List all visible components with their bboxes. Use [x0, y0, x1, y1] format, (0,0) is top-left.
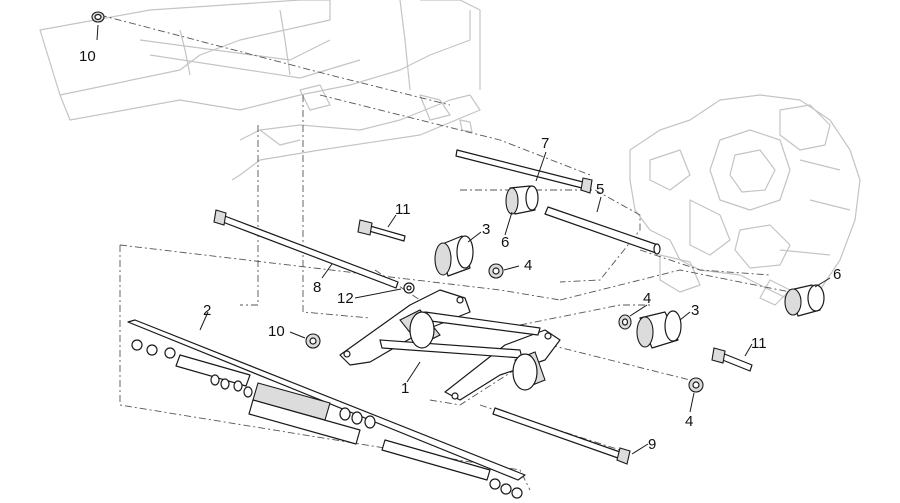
- part-12-washer: [403, 282, 415, 294]
- callout-8: 8: [313, 279, 321, 296]
- part-4-nut-mid: [618, 314, 632, 330]
- part-7-bolt: [455, 149, 593, 194]
- part-5-pin: [544, 206, 661, 255]
- callout-10-top: 10: [79, 48, 96, 65]
- callout-1: 1: [401, 380, 409, 397]
- part-3-mount-upper: [434, 235, 474, 277]
- callout-6-lower: 6: [833, 266, 841, 283]
- leader-lines: [96, 24, 831, 455]
- callout-3-upper: 3: [482, 221, 490, 238]
- callout-4-upper: 4: [524, 257, 532, 274]
- part-10-nut-top: [91, 11, 105, 23]
- part-11-bolt-lower: [711, 347, 753, 372]
- callout-9: 9: [648, 436, 656, 453]
- ghost-frame: [39, 0, 481, 181]
- callout-11-lower: 11: [751, 335, 767, 352]
- callout-7: 7: [541, 135, 549, 152]
- callout-12: 12: [337, 290, 354, 307]
- part-2-spacer-kit: [127, 319, 526, 499]
- part-1-swingarm: [339, 289, 561, 401]
- callout-3-lower: 3: [691, 302, 699, 319]
- callout-4-lower: 4: [685, 413, 693, 430]
- callout-10-lower: 10: [268, 323, 285, 340]
- callout-11-upper: 11: [395, 201, 411, 218]
- part-6-bushing-lower: [784, 284, 825, 317]
- callout-4-mid: 4: [643, 290, 651, 307]
- part-10-nut-lower: [305, 333, 321, 349]
- part-11-bolt-upper: [357, 219, 406, 242]
- ghost-engine: [629, 94, 861, 306]
- part-3-mount-lower: [636, 310, 682, 349]
- callout-2: 2: [203, 302, 211, 319]
- part-4-nut-upper: [488, 263, 504, 279]
- part-6-bushing-upper: [505, 185, 539, 215]
- part-9-bolt: [492, 407, 631, 465]
- part-8-bolt: [213, 209, 399, 289]
- assembly-lines: [99, 14, 791, 491]
- callout-5: 5: [596, 181, 604, 198]
- part-4-nut-lower: [688, 377, 704, 393]
- callout-6-upper: 6: [501, 234, 509, 251]
